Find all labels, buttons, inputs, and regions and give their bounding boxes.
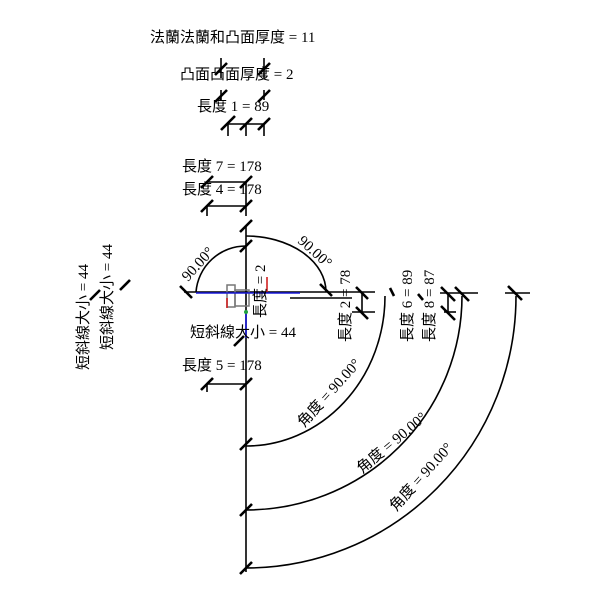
label-angle-top-right[interactable]: 90.00° [294,233,334,271]
flange-symbol [196,277,300,338]
elbow-arc-2[interactable] [245,295,463,511]
label-length-6[interactable]: 長度 6 = 89 [399,270,416,342]
label-length-1[interactable]: 長度 1 = 89 [197,98,269,115]
label-length-4[interactable]: 長度 4 = 178 [182,181,262,198]
label-raised-face-thickness[interactable]: 凸面凸面厚度 = 2 [180,66,293,83]
tick-marks-right [355,285,523,321]
tick-marks-main [179,219,333,575]
label-short-slash-1[interactable]: 短斜線大小 = 44 [75,264,92,370]
label-short-slash-center[interactable]: 短斜線大小 = 44 [190,324,296,341]
label-angle-1[interactable]: 角度 = 90.00° [294,356,364,431]
label-length-8[interactable]: 長度 8 = 87 [421,269,438,342]
elbow-arc-3[interactable] [245,295,517,569]
label-length-7[interactable]: 長度 7 = 178 [182,158,262,175]
label-length-center[interactable]: 長度 = 2 [252,265,269,318]
arc-top-left[interactable] [195,245,247,293]
elbow-arc-1[interactable] [245,295,386,447]
label-flange-thickness[interactable]: 法蘭法蘭和凸面厚度 = 11 [150,29,315,46]
label-short-slash-2[interactable]: 短斜線大小 = 44 [99,244,116,350]
label-length-2[interactable]: 長度 2 = 78 [337,270,354,342]
label-angle-2[interactable]: 角度 = 90.00° [354,409,431,477]
label-length-5[interactable]: 長度 5 = 178 [182,357,262,374]
arc-top-right[interactable] [245,235,327,293]
top-dimension-lines [89,58,271,392]
